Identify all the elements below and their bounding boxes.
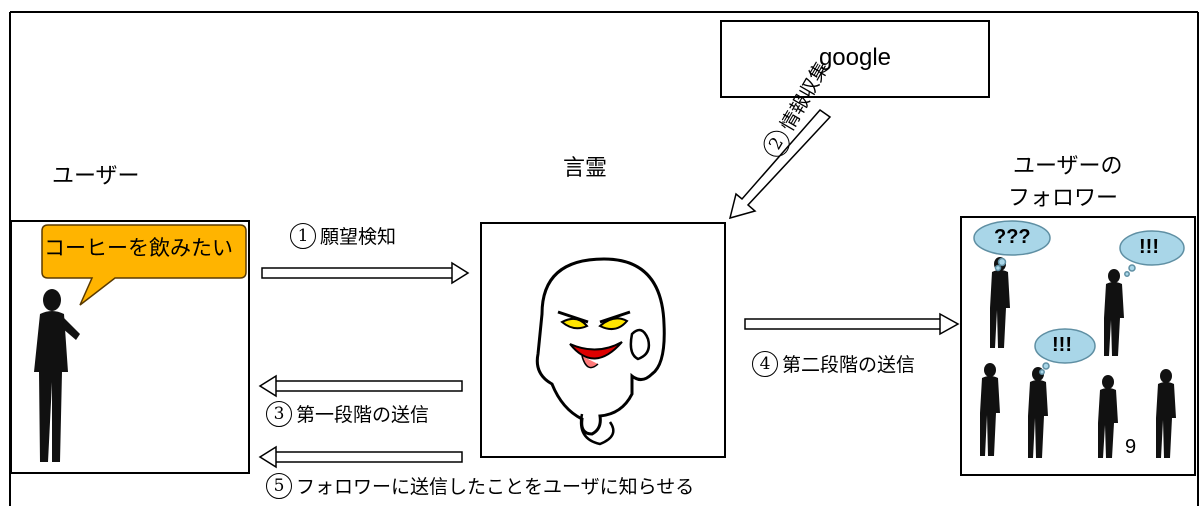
user-label: ユーザー [52, 164, 140, 189]
followers-figures-icon [973, 220, 1185, 458]
step1-label: 1 願望検知 [290, 222, 396, 249]
kotodama-box [480, 222, 726, 458]
speech-bubble-text: コーヒーを飲みたい [44, 236, 233, 260]
follower-count: 9 [1125, 436, 1137, 458]
arrow-step1 [261, 261, 470, 285]
thought-text-3: !!! [1052, 334, 1072, 356]
arrow-step5 [258, 445, 463, 469]
step3-text: 第一段階の送信 [296, 404, 430, 426]
kotodama-label: 言霊 [563, 156, 608, 181]
step3-number: 3 [266, 400, 292, 427]
step3-label: 3 第一段階の送信 [266, 400, 429, 427]
thought-cloud-3 [1034, 328, 1096, 375]
thought-text-1: ??? [994, 226, 1031, 248]
thought-cloud-2 [1119, 230, 1185, 277]
step5-text: フォロワーに送信したことをユーザに知らせる [296, 476, 695, 498]
followers-label-line2: フォロワー [1008, 186, 1119, 211]
thought-cloud-1 [973, 220, 1051, 272]
google-box: google [720, 20, 990, 98]
followers-box: ??? !!! !!! 9 [960, 216, 1196, 476]
arrow-step2 [728, 108, 832, 220]
step5-label: 5 フォロワーに送信したことをユーザに知らせる [266, 472, 694, 499]
step5-number: 5 [266, 472, 292, 499]
thought-text-2: !!! [1139, 236, 1159, 258]
google-label: google [818, 44, 892, 71]
arrow-step3 [258, 374, 463, 398]
ghost-icon [535, 257, 666, 446]
step1-number: 1 [290, 222, 316, 249]
arrow-step4 [744, 312, 960, 336]
step1-text: 願望検知 [320, 226, 397, 248]
step4-text: 第二段階の送信 [782, 354, 916, 376]
step4-label: 4 第二段階の送信 [752, 350, 915, 377]
followers-label-line1: ユーザーの [1013, 154, 1123, 179]
step4-number: 4 [752, 350, 778, 377]
